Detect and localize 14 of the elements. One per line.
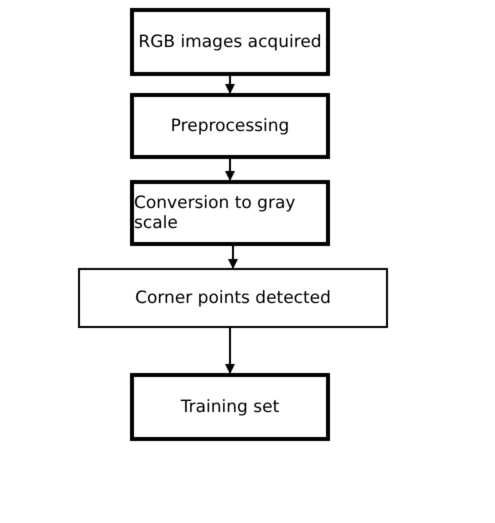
process-box bbox=[130, 373, 330, 441]
arrow bbox=[225, 76, 235, 94]
box-label: RGB images acquired bbox=[138, 32, 322, 52]
box-label: Training set bbox=[180, 397, 280, 417]
process-box bbox=[130, 8, 330, 76]
arrow bbox=[225, 328, 235, 374]
arrow bbox=[228, 246, 238, 269]
arrow bbox=[225, 159, 235, 181]
box-label: Corner points detected bbox=[135, 288, 331, 308]
process-box bbox=[130, 93, 330, 159]
process-box bbox=[130, 180, 330, 246]
box-label: Preprocessing bbox=[170, 116, 290, 136]
process-box bbox=[78, 268, 388, 328]
box-label: Conversion to gray scale bbox=[134, 193, 296, 233]
